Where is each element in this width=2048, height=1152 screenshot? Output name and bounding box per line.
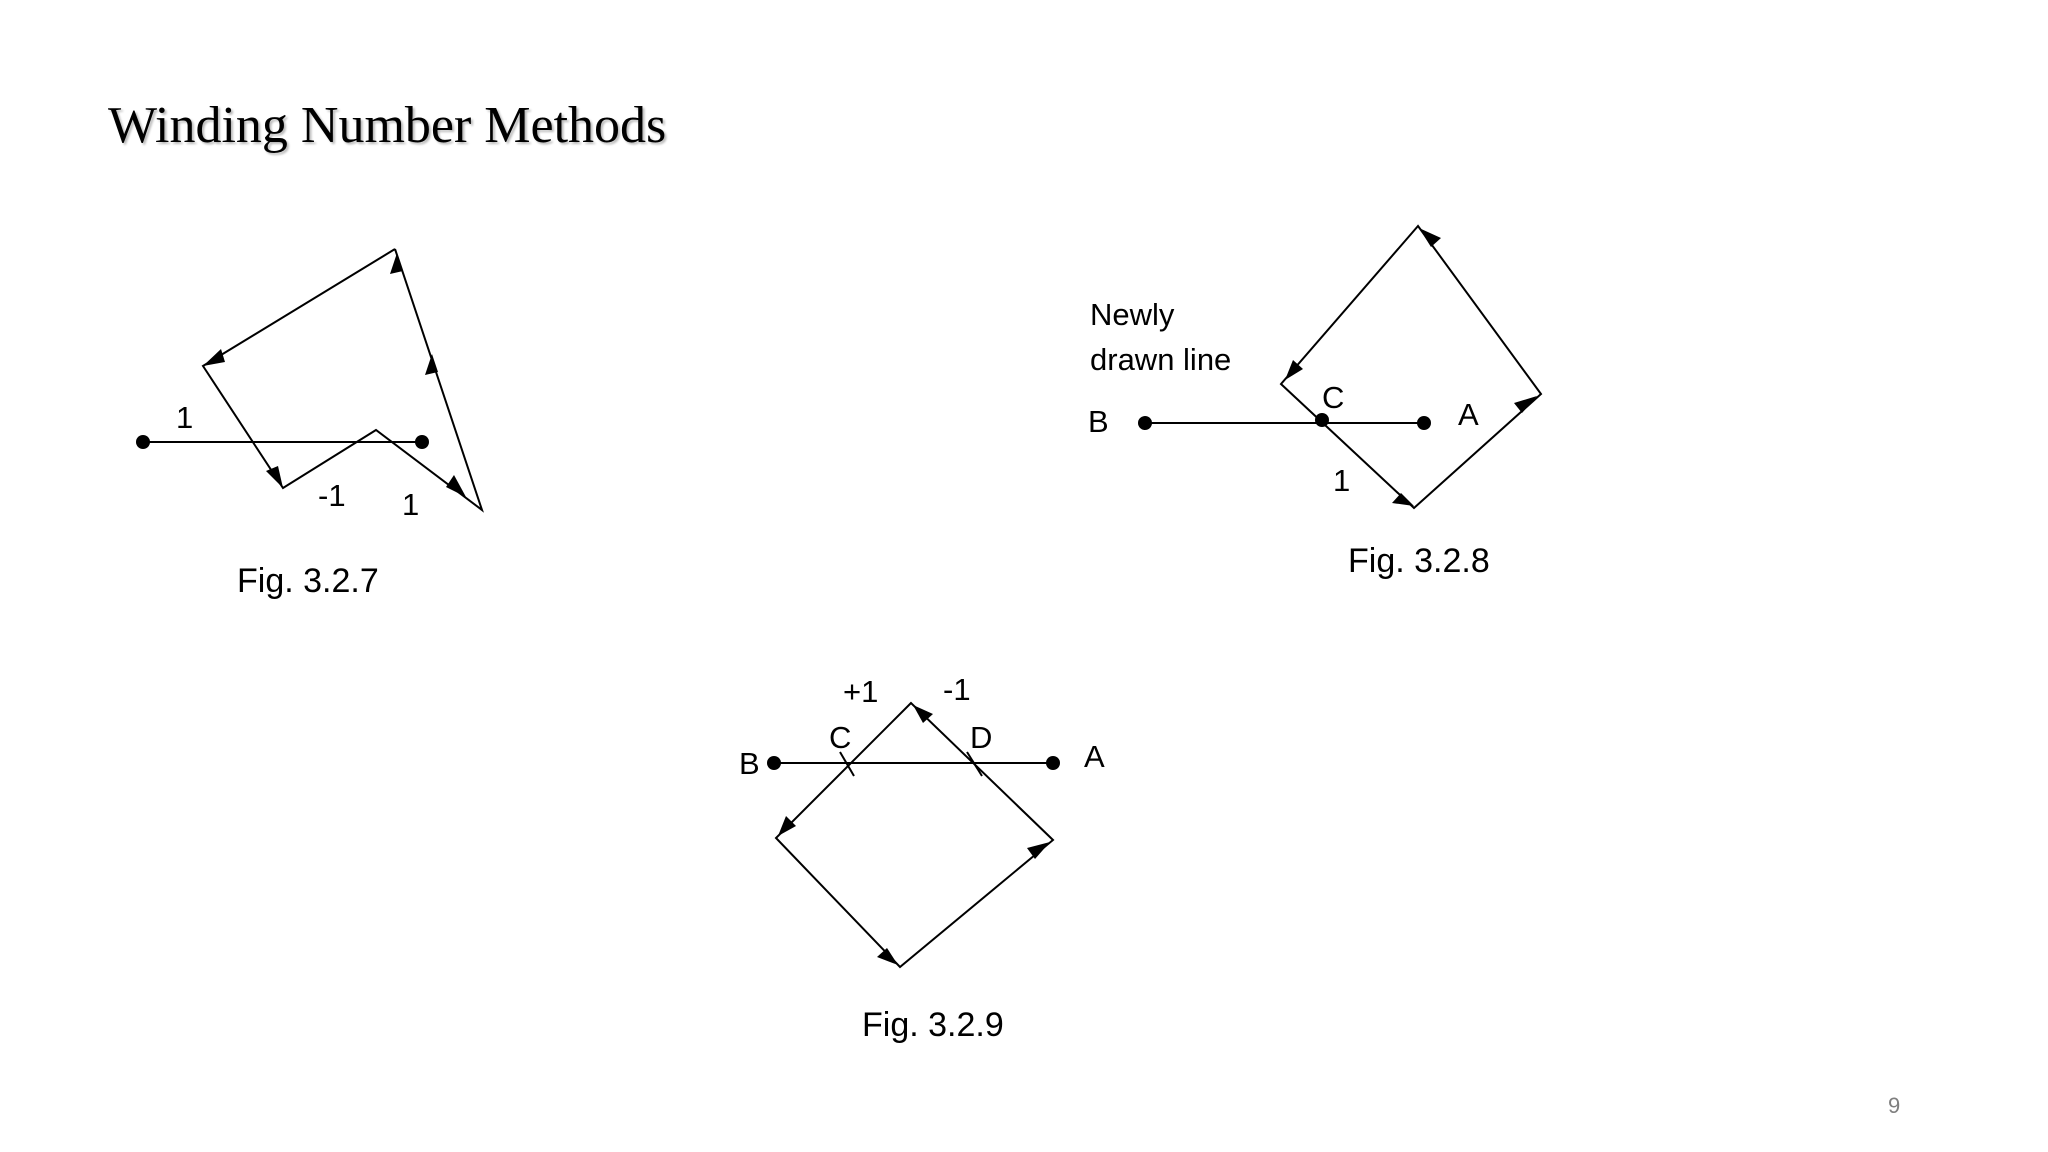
fig328-label-a: A (1458, 397, 1479, 432)
arrow-icon (1514, 396, 1537, 413)
fig328-point-b (1138, 416, 1152, 430)
arrow-icon (877, 948, 898, 965)
fig329-label-b: B (739, 746, 760, 781)
fig329-cross-tick-c (839, 751, 855, 777)
fig327-end-point (415, 435, 429, 449)
arrow-icon (203, 349, 225, 366)
fig327-start-point (136, 435, 150, 449)
fig328-label-c: C (1322, 380, 1344, 415)
arrow-icon (1027, 842, 1050, 859)
fig329-label-a: A (1084, 739, 1105, 774)
fig327-label-left: 1 (176, 400, 193, 435)
arrow-icon (390, 253, 403, 274)
arrow-icon (425, 354, 438, 375)
fig329-label-plus-one: +1 (843, 674, 878, 709)
slide-title: Winding Number Methods (108, 97, 667, 154)
fig328-caption: Fig. 3.2.8 (1348, 542, 1490, 580)
fig329-polygon (774, 701, 1055, 969)
fig329-caption: Fig. 3.2.9 (862, 1006, 1004, 1044)
fig329-arrow-group (778, 705, 1050, 965)
arrow-icon (1419, 228, 1441, 247)
arrow-icon (266, 466, 283, 488)
fig-3-2-8: Newly drawn line B C A 1 Fig. 3.2.8 (1088, 224, 1543, 580)
fig327-label-right: 1 (402, 487, 419, 522)
fig328-note-line2: drawn line (1090, 342, 1231, 377)
fig-3-2-7: 1 -1 1 Fig. 3.2.7 (136, 248, 484, 600)
fig329-point-b (767, 756, 781, 770)
fig329-label-d: D (970, 720, 992, 755)
arrow-icon (1392, 493, 1414, 506)
fig327-arrow-group (203, 253, 466, 497)
fig328-label-crossing: 1 (1333, 463, 1350, 498)
fig328-point-c (1315, 413, 1329, 427)
fig329-label-minus-one: -1 (943, 672, 971, 707)
arrow-icon (913, 705, 933, 723)
arrow-icon (1285, 360, 1303, 380)
fig327-polygon (201, 248, 484, 513)
fig329-cross-tick-d (966, 751, 983, 777)
fig327-label-neg: -1 (318, 478, 346, 513)
page-number: 9 (1888, 1093, 1900, 1118)
fig327-caption: Fig. 3.2.7 (237, 562, 379, 600)
fig328-arrow-group (1285, 228, 1537, 506)
fig328-polygon (1279, 224, 1543, 510)
arrow-icon (778, 816, 796, 836)
fig329-point-a (1046, 756, 1060, 770)
arrow-icon (446, 475, 466, 497)
fig328-label-b: B (1088, 404, 1109, 439)
fig-3-2-9: +1 -1 B C D A Fig. 3.2.9 (739, 672, 1105, 1044)
fig329-label-c: C (829, 720, 851, 755)
fig328-point-a (1417, 416, 1431, 430)
fig328-note-line1: Newly (1090, 297, 1175, 332)
